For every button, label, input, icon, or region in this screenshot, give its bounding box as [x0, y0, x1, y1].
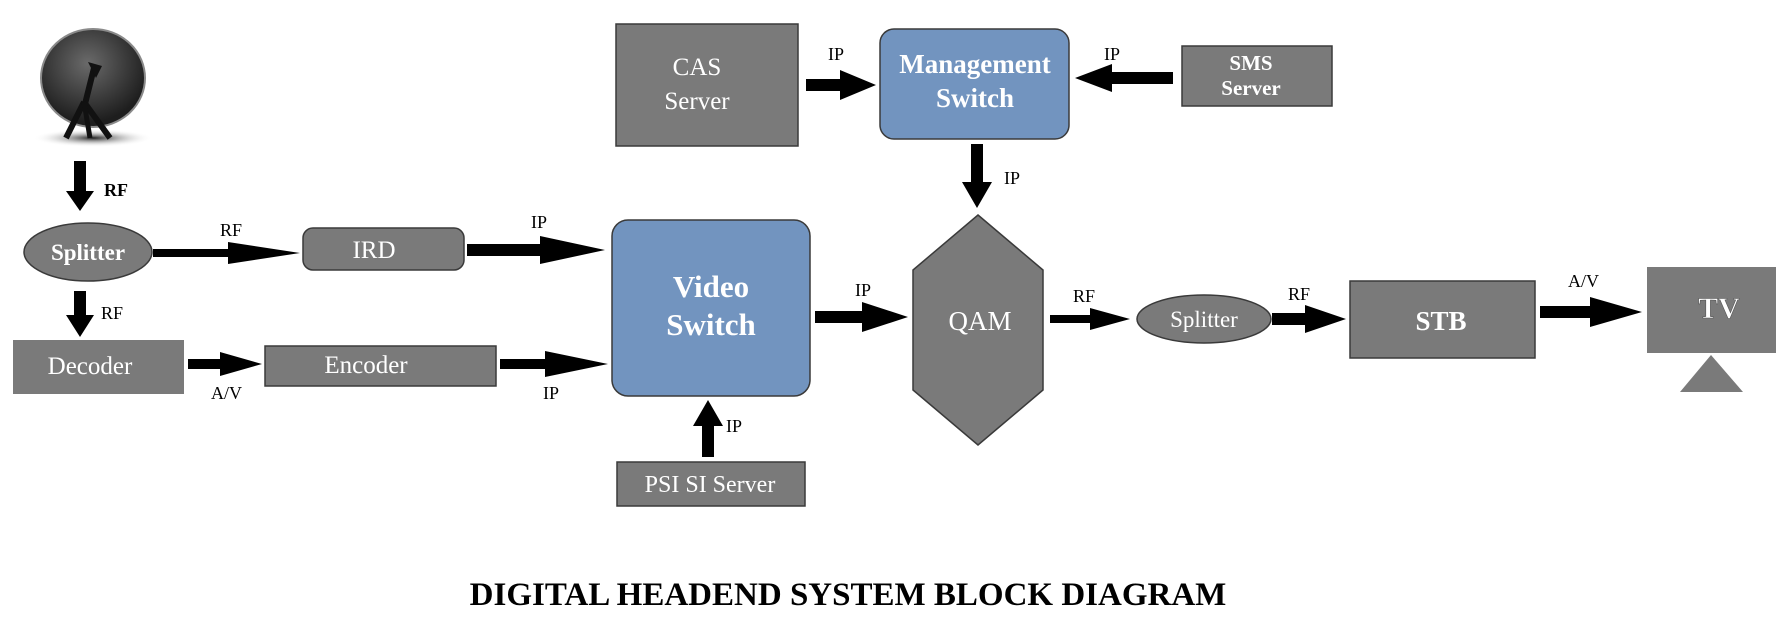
arrow-stb-to-tv	[1540, 297, 1642, 327]
arrow-ird-to-video-switch	[467, 236, 605, 264]
splitter-2-label: Splitter	[1170, 307, 1238, 332]
arrow-splitter-to-ird	[153, 242, 300, 264]
cas-server-label-line-2: Server	[664, 88, 730, 115]
decoder-label: Decoder	[48, 353, 133, 380]
label-psi-to-video-switch: IP	[726, 416, 742, 436]
decoder-node: Decoder	[13, 340, 184, 394]
arrow-splitter-to-stb	[1272, 305, 1346, 333]
arrow-management-to-qam	[962, 144, 992, 208]
label-encoder-to-video-switch: IP	[543, 383, 559, 403]
label-splitter-to-stb: RF	[1288, 284, 1310, 304]
arrow-decoder-to-encoder	[188, 352, 262, 376]
label-video-switch-to-qam: IP	[855, 280, 871, 300]
splitter-1-node: Splitter	[23, 222, 153, 282]
sms-server-label-line-2: Server	[1221, 76, 1280, 100]
label-splitter-to-decoder: RF	[101, 303, 123, 323]
label-decoder-to-encoder: A/V	[211, 383, 242, 403]
sms-server-node: SMS Server	[1181, 45, 1333, 107]
video-switch-node: Video Switch	[611, 219, 811, 397]
label-splitter-to-ird: RF	[220, 220, 242, 240]
splitter-1-label: Splitter	[51, 240, 125, 265]
arrow-encoder-to-video-switch	[500, 351, 608, 377]
arrow-qam-to-splitter	[1050, 308, 1130, 330]
arrow-psi-to-video-switch	[693, 400, 723, 457]
tv-node: TV	[1647, 267, 1776, 353]
psi-si-server-label: PSI SI Server	[645, 472, 776, 498]
cas-server-node: CAS Server	[615, 23, 799, 147]
label-management-to-qam: IP	[1004, 168, 1020, 188]
ird-label: IRD	[352, 237, 395, 264]
label-stb-to-tv: A/V	[1568, 271, 1599, 291]
arrow-cas-to-management	[806, 70, 876, 100]
arrow-sms-to-management	[1075, 64, 1173, 92]
tv-stand-icon	[1680, 355, 1743, 392]
splitter-2-node: Splitter	[1136, 294, 1272, 344]
stb-label: STB	[1415, 306, 1466, 336]
management-switch-label-line-2: Switch	[936, 83, 1014, 113]
ird-node: IRD	[302, 227, 465, 271]
management-switch-node: Management Switch	[879, 28, 1070, 140]
diagram-title: DIGITAL HEADEND SYSTEM BLOCK DIAGRAM	[470, 577, 1227, 613]
video-switch-label-line-2: Switch	[666, 307, 756, 342]
psi-si-server-node: PSI SI Server	[616, 461, 806, 507]
arrow-dish-to-splitter	[66, 161, 94, 211]
management-switch-label-line-1: Management	[899, 49, 1050, 79]
label-ird-to-video-switch: IP	[531, 212, 547, 232]
encoder-label: Encoder	[324, 352, 408, 379]
sms-server-label-line-1: SMS	[1229, 51, 1272, 75]
video-switch-label-line-1: Video	[673, 269, 749, 304]
label-qam-to-splitter: RF	[1073, 286, 1095, 306]
qam-label: QAM	[948, 306, 1011, 336]
cas-server-label-line-1: CAS	[673, 54, 722, 81]
label-dish-to-splitter: RF	[104, 180, 128, 200]
satellite-dish-icon	[33, 28, 153, 147]
qam-node: QAM	[912, 214, 1044, 446]
stb-node: STB	[1349, 280, 1536, 359]
label-sms-to-management: IP	[1104, 44, 1120, 64]
label-cas-to-management: IP	[828, 44, 844, 64]
arrow-splitter-to-decoder	[66, 291, 94, 337]
encoder-node: Encoder	[264, 345, 497, 387]
arrow-video-switch-to-qam	[815, 302, 908, 332]
tv-label: TV	[1698, 292, 1740, 325]
